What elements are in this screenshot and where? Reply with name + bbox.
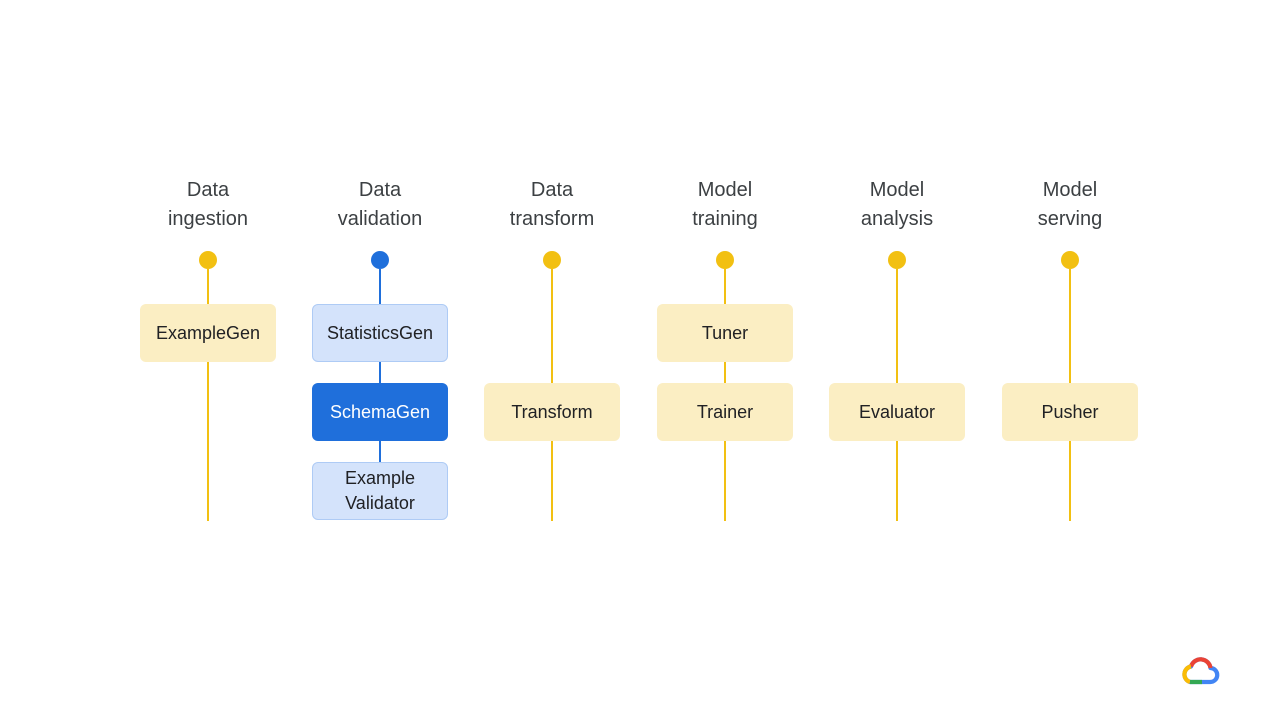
stage-title-line: transform	[509, 208, 595, 230]
component-label-line: Transform	[511, 401, 593, 422]
component-label-line: Pusher	[1041, 401, 1099, 422]
stage-title-line: ingestion	[167, 208, 249, 230]
component-label-line: Validator	[345, 493, 415, 513]
stage-node-dot	[1061, 251, 1079, 269]
component-label: Evaluator	[859, 400, 935, 425]
stage-title-line: Data	[530, 179, 574, 201]
component-card-transform[interactable]: Transform	[484, 383, 620, 441]
component-label: Transform	[511, 400, 592, 425]
stage-title-line: analysis	[860, 208, 934, 230]
component-label: ExampleGen	[156, 321, 260, 346]
component-label: Trainer	[697, 400, 753, 425]
stage-title: Data validation	[294, 176, 466, 234]
component-label: Tuner	[702, 321, 748, 346]
component-card-examplegen[interactable]: ExampleGen	[140, 304, 276, 362]
stage-title-line: serving	[1037, 208, 1103, 230]
component-card-pusher[interactable]: Pusher	[1002, 383, 1138, 441]
stage-connector-line	[207, 269, 209, 521]
stage-title-line: Model	[697, 179, 753, 201]
stage-title: Model training	[639, 176, 811, 234]
stage-title-line: Model	[869, 179, 925, 201]
stage-title-line: Data	[358, 179, 402, 201]
component-card-statisticsgen[interactable]: StatisticsGen	[312, 304, 448, 362]
stage-node-dot	[199, 251, 217, 269]
component-label: Pusher	[1041, 400, 1098, 425]
component-label-line: StatisticsGen	[326, 322, 434, 343]
stage-title-line: Data	[186, 179, 230, 201]
stage-title: Model serving	[984, 176, 1156, 234]
google-cloud-logo-icon	[1182, 657, 1220, 685]
component-label-line: Example	[344, 468, 416, 488]
stage-node-dot	[543, 251, 561, 269]
stage-node-dot	[888, 251, 906, 269]
component-label: SchemaGen	[330, 400, 430, 425]
component-label-line: ExampleGen	[155, 322, 261, 343]
component-label-line: Trainer	[696, 401, 754, 422]
component-label: StatisticsGen	[327, 321, 433, 346]
component-label-line: SchemaGen	[329, 401, 431, 422]
stage-node-dot	[716, 251, 734, 269]
component-label-line: Tuner	[701, 322, 749, 343]
component-card-tuner[interactable]: Tuner	[657, 304, 793, 362]
stage-title-line: training	[692, 208, 758, 230]
component-card-evaluator[interactable]: Evaluator	[829, 383, 965, 441]
component-card-trainer[interactable]: Trainer	[657, 383, 793, 441]
component-label-line: Evaluator	[858, 401, 936, 422]
stage-title: Model analysis	[811, 176, 983, 234]
stage-node-dot	[371, 251, 389, 269]
stage-title: Data ingestion	[122, 176, 294, 234]
stage-title: Data transform	[466, 176, 638, 234]
stage-title-line: Model	[1042, 179, 1098, 201]
stage-title-line: validation	[337, 208, 423, 230]
component-card-schemagen[interactable]: SchemaGen	[312, 383, 448, 441]
